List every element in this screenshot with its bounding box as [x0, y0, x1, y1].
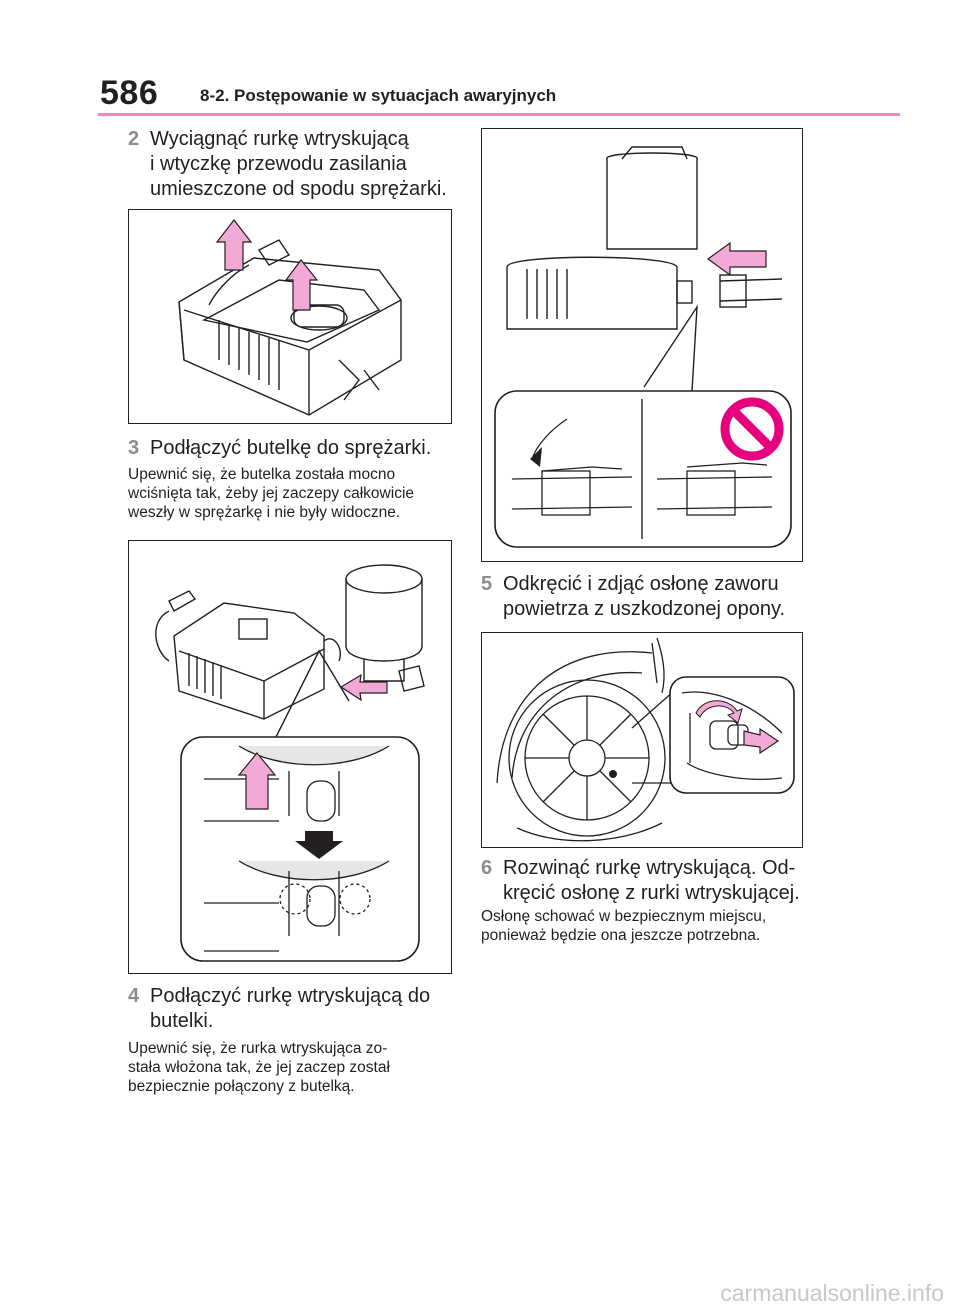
push-arrow-icon: [339, 673, 388, 702]
step-3: 3 Podłączyć butelkę do sprężarki.: [128, 436, 458, 462]
prohibited-icon: [720, 397, 784, 461]
step-text: Odkręcić i zdjąć osłonę zaworu powietrza…: [503, 573, 786, 620]
step-number: 4: [128, 985, 140, 1007]
step-text: Rozwinąć rurkę wtryskującą. Od- kręcić o…: [503, 857, 800, 904]
header-rule: [98, 113, 900, 116]
right-arrow-icon: [743, 727, 780, 755]
step-text: Podłączyć rurkę wtryskującą do butelki.: [150, 985, 431, 1032]
step-number: 6: [481, 857, 493, 879]
left-arrow-icon: [706, 241, 767, 277]
figure-tube-connect: [481, 128, 803, 562]
step-text: Wyciągnąć rurkę wtryskującą i wtyczkę pr…: [150, 128, 447, 200]
section-title: 8-2. Postępowanie w sytuacjach awaryjnyc…: [200, 86, 557, 105]
figure-compressor-underside: [128, 209, 452, 424]
watermark: carmanualsonline.info: [720, 1280, 944, 1306]
step-6-note: Osłonę schować w bezpiecznym miejscu, po…: [481, 908, 767, 944]
up-arrow-icon: [215, 219, 319, 311]
step-text: Podłączyć butelkę do sprężarki.: [150, 437, 432, 459]
step-number: 3: [128, 437, 140, 459]
step-4-note: Upewnić się, że rurka wtryskująca zo- st…: [128, 1040, 390, 1095]
up-arrow-icon: [237, 752, 277, 810]
step-2: 2 Wyciągnąć rurkę wtryskującą i wtyczkę …: [128, 127, 458, 203]
step-number: 2: [128, 128, 140, 150]
step-number: 5: [481, 573, 493, 595]
curved-arrow-icon: [695, 700, 743, 724]
figure-bottle-connect: [128, 540, 452, 974]
step-5: 5 Odkręcić i zdjąć osłonę zaworu powietr…: [481, 572, 811, 624]
down-arrow-icon: [295, 831, 343, 859]
page-number: 586: [100, 74, 159, 112]
step-6: 6 Rozwinąć rurkę wtryskującą. Od- kręcić…: [481, 856, 811, 908]
step-3-note: Upewnić się, że butelka została mocno wc…: [128, 466, 415, 521]
curved-arrow-icon: [530, 447, 542, 467]
step-4: 4 Podłączyć rurkę wtryskującą do butelki…: [128, 984, 458, 1036]
figure-valve-cap: [481, 632, 803, 848]
